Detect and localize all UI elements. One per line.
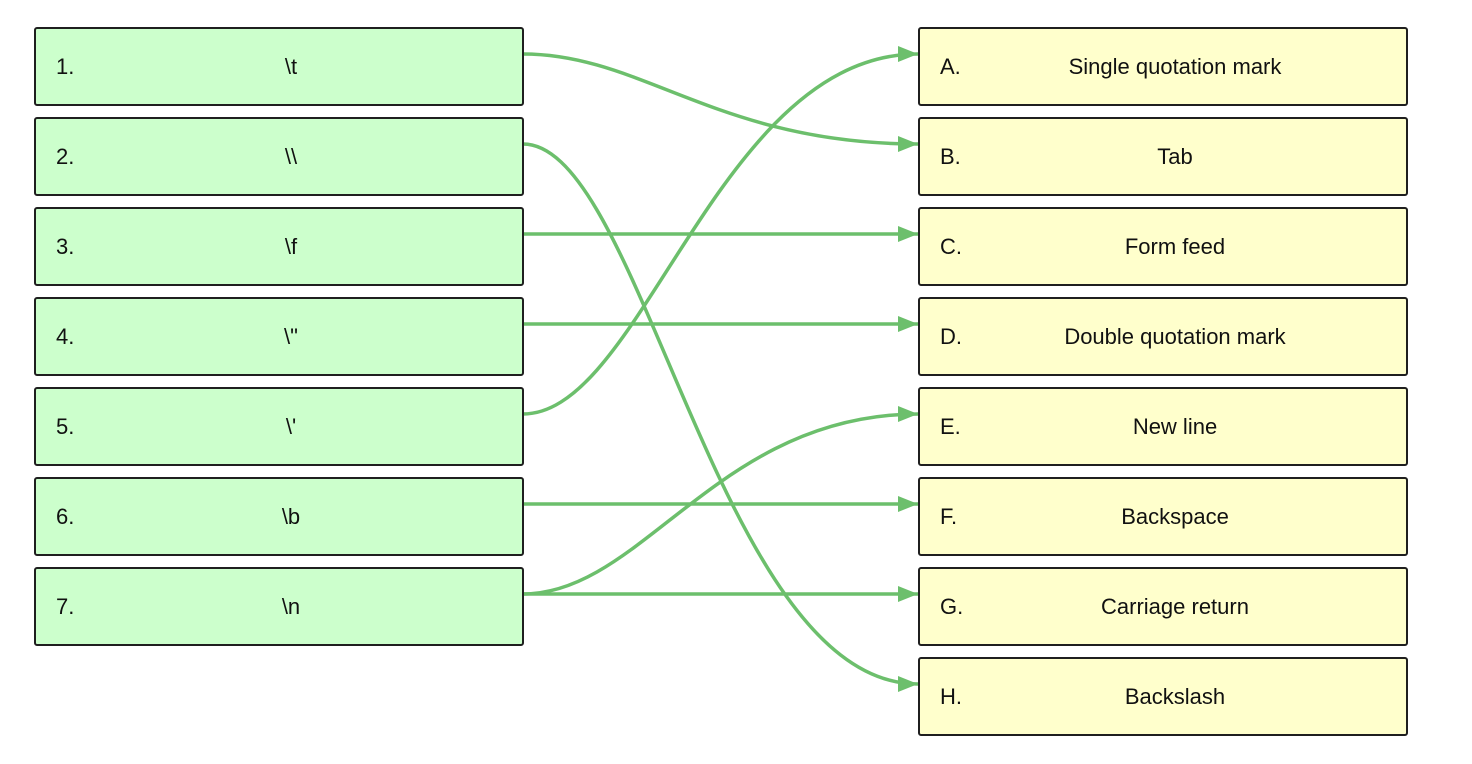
left-item-text: \f [284,234,298,259]
right-item-text: Backslash [1124,684,1226,709]
right-item-index: C. [940,234,962,259]
left-item-index: 1. [56,54,75,79]
left-item-text: \t [284,54,298,79]
right-item-index: F. [940,504,958,529]
right-item-text: Single quotation mark [1068,54,1282,79]
right-item-index: B. [940,144,961,169]
right-item-text: Double quotation mark [1064,324,1286,349]
left-item-2[interactable]: 2. \\ [34,117,524,196]
right-item-index: G. [940,594,964,619]
right-item-index: E. [940,414,961,439]
right-item-a[interactable]: A. Single quotation mark [918,27,1408,106]
right-item-e[interactable]: E. New line [918,387,1408,466]
left-item-text: \' [285,414,297,439]
right-item-index: A. [940,54,961,79]
connector-arrow [522,46,919,416]
connector-arrow [522,142,919,692]
left-item-index: 6. [56,504,75,529]
left-item-5[interactable]: 5. \' [34,387,524,466]
left-item-6[interactable]: 6. \b [34,477,524,556]
left-item-text: \b [281,504,301,529]
left-item-index: 3. [56,234,75,259]
right-item-h[interactable]: H. Backslash [918,657,1408,736]
right-item-b[interactable]: B. Tab [918,117,1408,196]
right-item-index: D. [940,324,962,349]
left-item-4[interactable]: 4. \" [34,297,524,376]
left-item-index: 4. [56,324,75,349]
right-item-d[interactable]: D. Double quotation mark [918,297,1408,376]
left-item-7[interactable]: 7. \n [34,567,524,646]
right-item-f[interactable]: F. Backspace [918,477,1408,556]
right-item-index: H. [940,684,962,709]
left-item-text: \" [284,324,298,349]
left-item-index: 7. [56,594,75,619]
left-item-3[interactable]: 3. \f [34,207,524,286]
right-item-text: Backspace [1121,504,1229,529]
right-item-g[interactable]: G. Carriage return [918,567,1408,646]
right-item-text: Carriage return [1101,594,1249,619]
right-item-text: Form feed [1124,234,1226,259]
right-item-text: Tab [1157,144,1193,169]
left-item-index: 2. [56,144,75,169]
right-item-text: New line [1132,414,1218,439]
connector-arrow [522,406,919,596]
left-item-index: 5. [56,414,75,439]
connector-arrow [522,52,919,152]
right-item-c[interactable]: C. Form feed [918,207,1408,286]
left-item-1[interactable]: 1. \t [34,27,524,106]
left-item-text: \\ [284,144,298,169]
left-item-text: \n [281,594,301,619]
